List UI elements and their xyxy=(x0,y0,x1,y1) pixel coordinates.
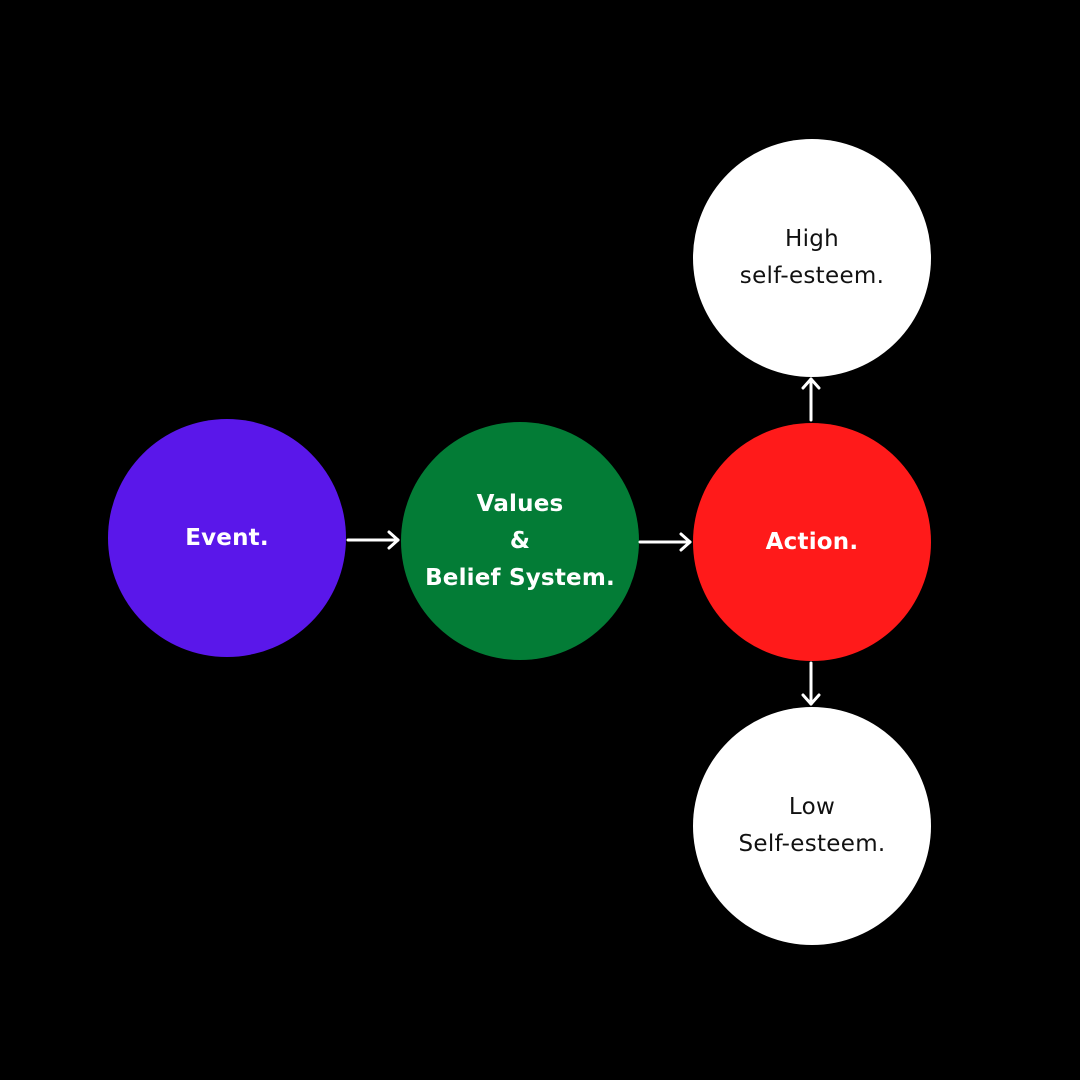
action-node: Action. xyxy=(693,423,931,661)
low-self-esteem-label: Low Self-esteem. xyxy=(738,794,886,857)
arrow-action-to-low xyxy=(801,661,821,706)
arrow-event-to-values xyxy=(346,530,400,550)
action-label: Action. xyxy=(765,528,859,555)
high-self-esteem-node: High self-esteem. xyxy=(693,139,931,377)
high-self-esteem-label: High self-esteem. xyxy=(739,226,885,289)
values-belief-node: Values & Belief System. xyxy=(401,422,639,660)
event-label: Event. xyxy=(185,524,269,551)
low-self-esteem-node: Low Self-esteem. xyxy=(693,707,931,945)
arrow-action-to-high xyxy=(801,377,821,422)
arrow-values-to-action xyxy=(638,532,692,552)
event-node: Event. xyxy=(108,419,346,657)
values-belief-label: Values & Belief System. xyxy=(425,490,615,591)
